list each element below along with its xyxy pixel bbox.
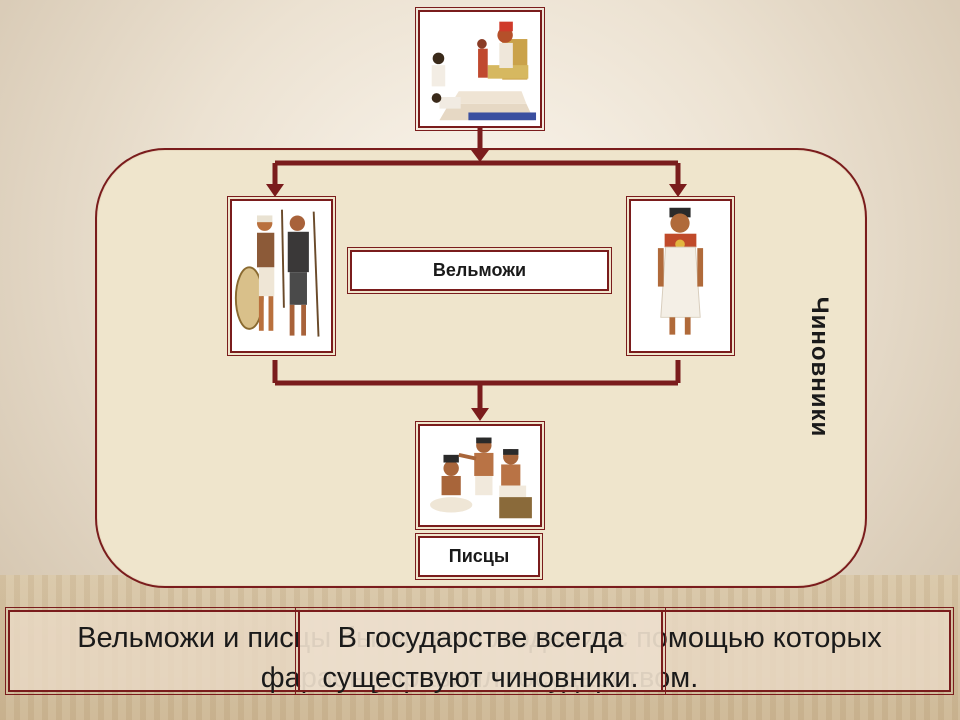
scribes-image (415, 421, 545, 530)
noble-image (626, 196, 735, 356)
noble-illustration (631, 201, 730, 351)
scribes-illustration (420, 426, 540, 525)
warriors-image (227, 196, 336, 356)
nobles-label: Вельможи (347, 247, 612, 294)
caption-front-panel: В государстве всегда существуют чиновник… (295, 607, 666, 695)
pharaoh-image (415, 7, 545, 131)
pharaoh-illustration (420, 12, 540, 126)
warriors-illustration (232, 201, 331, 351)
officials-group-label: Чиновники (806, 296, 833, 438)
scribes-label: Писцы (415, 533, 543, 580)
